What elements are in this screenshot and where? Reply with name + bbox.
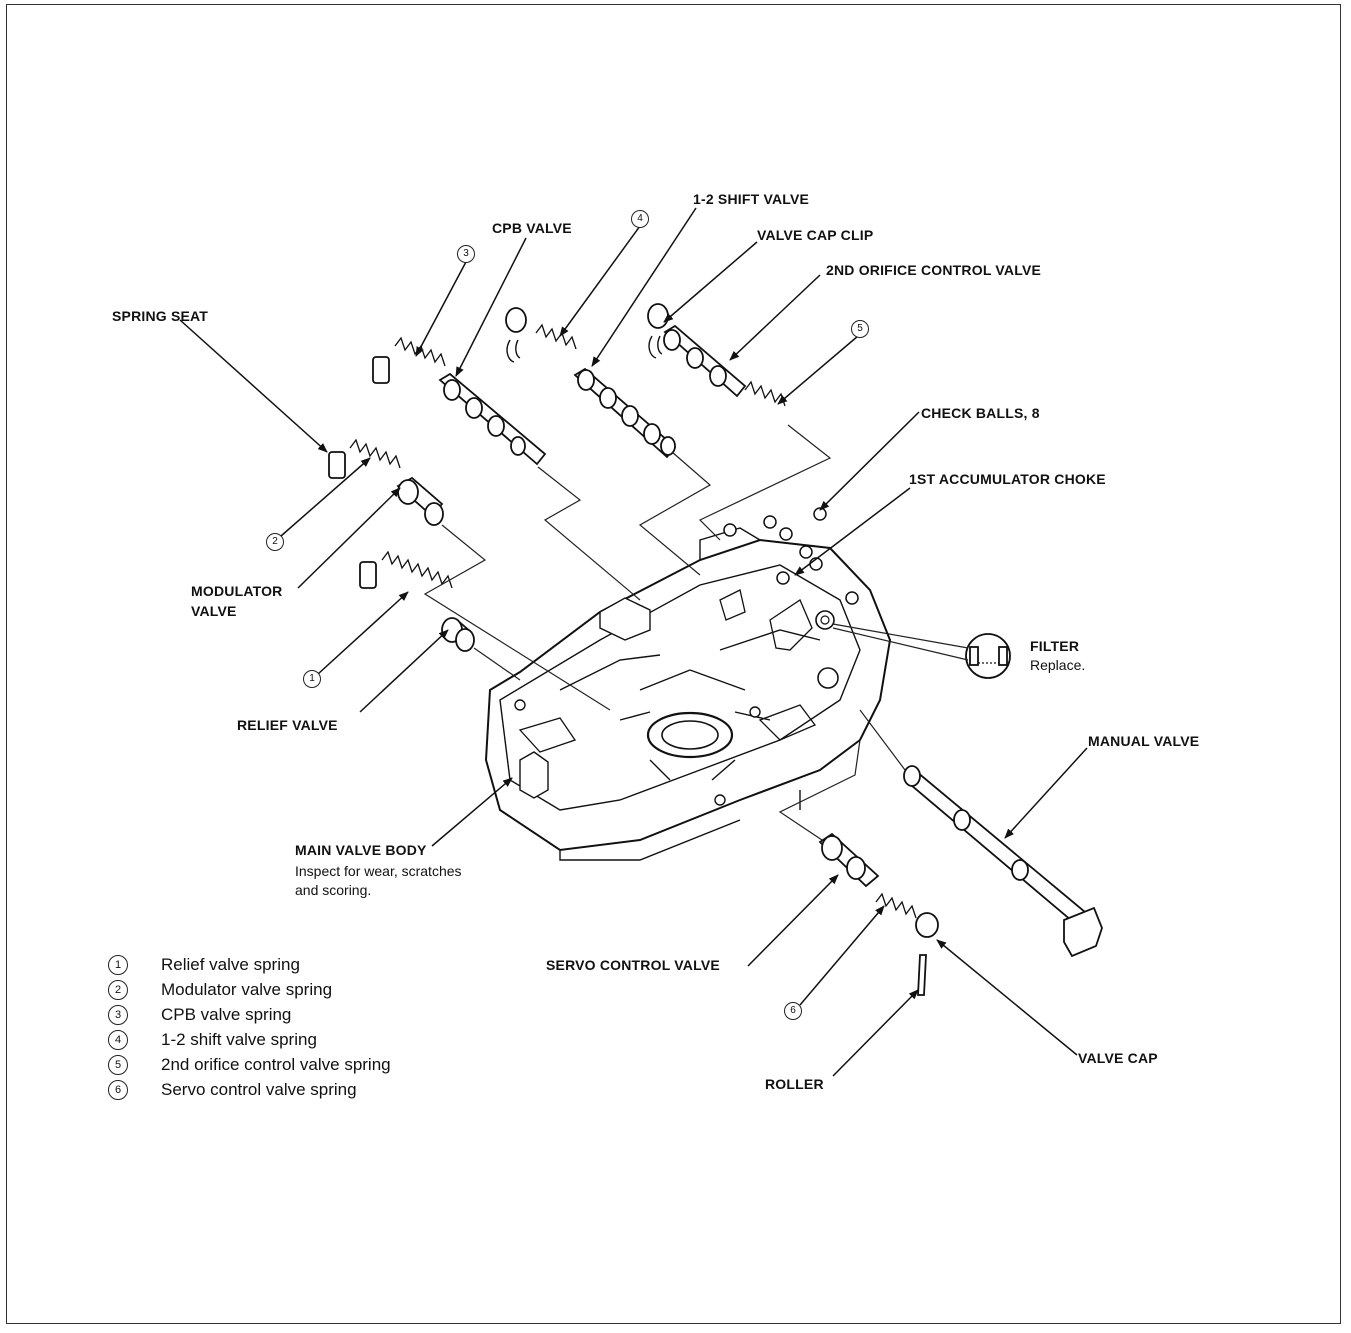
label-roller: ROLLER bbox=[765, 1076, 824, 1092]
legend-item: 2 Modulator valve spring bbox=[108, 977, 391, 1002]
legend: 1 Relief valve spring 2 Modulator valve … bbox=[108, 952, 391, 1102]
legend-text: Modulator valve spring bbox=[161, 979, 333, 999]
label-main-valve-body: MAIN VALVE BODY bbox=[295, 842, 427, 858]
spring-seats bbox=[328, 356, 390, 589]
callout-4: 4 bbox=[631, 210, 649, 228]
legend-text: Servo control valve spring bbox=[161, 1079, 357, 1099]
label-main-valve-body-note2: and scoring. bbox=[295, 882, 372, 898]
callout-2: 2 bbox=[266, 533, 284, 551]
legend-item: 1 Relief valve spring bbox=[108, 952, 391, 977]
callout-5: 5 bbox=[851, 320, 869, 338]
label-servo-control-valve: SERVO CONTROL VALVE bbox=[546, 957, 720, 973]
label-main-valve-body-note1: Inspect for wear, scratches bbox=[295, 863, 462, 879]
legend-number: 2 bbox=[108, 979, 128, 1000]
leader-lines bbox=[179, 207, 1088, 1077]
label-valve-cap: VALVE CAP bbox=[1078, 1050, 1158, 1066]
label-2nd-orifice-control-valve: 2ND ORIFICE CONTROL VALVE bbox=[826, 262, 1042, 278]
legend-item: 6 Servo control valve spring bbox=[108, 1077, 391, 1102]
legend-item: 4 1-2 shift valve spring bbox=[108, 1027, 391, 1052]
legend-text: 2nd orifice control valve spring bbox=[161, 1054, 391, 1074]
legend-number: 5 bbox=[108, 1054, 128, 1075]
legend-number: 1 bbox=[108, 954, 128, 975]
alignment-lines bbox=[423, 424, 969, 841]
legend-text: CPB valve spring bbox=[161, 1004, 292, 1024]
callout-3: 3 bbox=[457, 245, 475, 263]
check-balls bbox=[723, 507, 859, 605]
legend-text: Relief valve spring bbox=[161, 954, 300, 974]
label-modulator-valve-line1: MODULATOR bbox=[191, 583, 283, 599]
valve-cap-clips bbox=[506, 335, 663, 363]
legend-item: 5 2nd orifice control valve spring bbox=[108, 1052, 391, 1077]
callout-1: 1 bbox=[303, 670, 321, 688]
label-1-2-shift-valve: 1-2 SHIFT VALVE bbox=[693, 191, 810, 207]
label-valve-cap-clip: VALVE CAP CLIP bbox=[757, 227, 874, 243]
label-filter-note: Replace. bbox=[1030, 657, 1086, 673]
label-cpb-valve: CPB VALVE bbox=[492, 220, 572, 236]
springs bbox=[349, 323, 917, 919]
legend-item: 3 CPB valve spring bbox=[108, 1002, 391, 1027]
legend-number: 3 bbox=[108, 1004, 128, 1025]
label-spring-seat: SPRING SEAT bbox=[112, 308, 209, 324]
legend-number: 4 bbox=[108, 1029, 128, 1050]
label-manual-valve: MANUAL VALVE bbox=[1088, 733, 1200, 749]
spool-valves bbox=[396, 303, 1103, 996]
legend-number: 6 bbox=[108, 1079, 128, 1100]
legend-text: 1-2 shift valve spring bbox=[161, 1029, 317, 1049]
callout-6: 6 bbox=[784, 1002, 802, 1020]
label-relief-valve: RELIEF VALVE bbox=[237, 717, 338, 733]
label-modulator-valve-line2: VALVE bbox=[191, 603, 237, 619]
page-border bbox=[6, 4, 1341, 1324]
label-check-balls: CHECK BALLS, 8 bbox=[921, 405, 1040, 421]
filter-detail bbox=[965, 633, 1011, 679]
label-1st-accumulator-choke: 1ST ACCUMULATOR CHOKE bbox=[909, 471, 1106, 487]
main-valve-body bbox=[484, 527, 892, 861]
label-filter: FILTER bbox=[1030, 638, 1080, 654]
